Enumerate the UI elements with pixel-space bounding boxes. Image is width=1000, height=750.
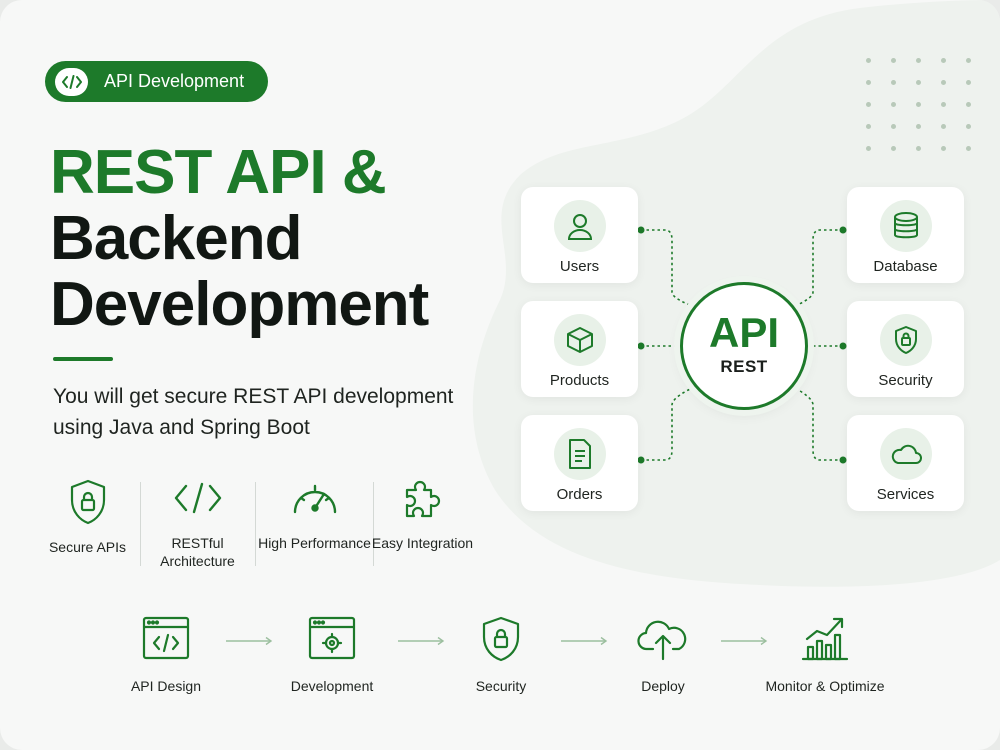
step-label: Monitor & Optimize	[765, 678, 885, 694]
arrow-icon	[561, 636, 608, 646]
bar-chart-trend-icon	[801, 617, 849, 661]
step-label: Deploy	[641, 678, 685, 694]
browser-gear-icon	[308, 616, 356, 660]
subtitle: You will get secure REST API development…	[53, 385, 454, 439]
badge-label: API Development	[104, 71, 245, 91]
code-icon	[55, 67, 88, 96]
node-label: Security	[878, 372, 933, 389]
node-orders: Orders	[521, 415, 638, 511]
workflow-step-deploy: Deploy	[593, 615, 733, 694]
node-products: Products	[521, 301, 638, 397]
page-title: REST API & Backend Development	[50, 138, 429, 339]
feature-secure-apis: Secure APIs	[30, 478, 145, 556]
shield-lock-icon	[70, 479, 105, 525]
feature-label: Secure APIs	[48, 539, 127, 555]
node-label: Products	[549, 372, 610, 389]
workflow-step-development: Development	[262, 615, 402, 694]
node-database: Database	[847, 187, 964, 283]
feature-label: Easy Integration	[371, 535, 474, 551]
step-label: Security	[475, 678, 527, 694]
browser-code-icon	[142, 616, 190, 660]
dot-grid	[866, 58, 976, 156]
title-line-1: REST API &	[50, 138, 387, 207]
feature-divider	[255, 482, 256, 566]
shield-lock-icon	[482, 616, 520, 662]
hub-subtitle: REST	[720, 357, 768, 376]
node-label: Database	[873, 258, 938, 275]
title-underline	[53, 357, 113, 361]
puzzle-icon	[405, 480, 440, 518]
user-icon	[553, 200, 606, 252]
arrow-icon	[398, 636, 445, 646]
document-icon	[553, 428, 606, 480]
speedometer-icon	[293, 484, 336, 514]
api-hub: API REST	[680, 282, 808, 410]
workflow-step-security: Security	[431, 615, 571, 694]
workflow-step-monitor: Monitor & Optimize	[755, 615, 895, 694]
arrow-icon	[226, 636, 273, 646]
feature-integration: Easy Integration	[365, 478, 480, 552]
cloud-icon	[879, 428, 932, 480]
node-label: Orders	[556, 486, 603, 503]
node-label: Services	[876, 486, 935, 503]
node-label: Users	[559, 258, 600, 275]
category-badge: API Development	[45, 61, 268, 102]
shield-lock-icon	[879, 314, 932, 366]
features-row: Secure APIs RESTful Architecture High Pe…	[30, 478, 490, 573]
node-users: Users	[521, 187, 638, 283]
node-services: Services	[847, 415, 964, 511]
step-label: API Design	[130, 678, 202, 694]
hub-title: API	[708, 309, 779, 356]
arrow-icon	[721, 636, 768, 646]
database-icon	[879, 200, 932, 252]
feature-performance: High Performance	[257, 478, 372, 552]
feature-label: RESTful Architecture	[160, 535, 235, 569]
feature-restful: RESTful Architecture	[140, 478, 255, 570]
feature-label: High Performance	[258, 535, 371, 551]
box-icon	[553, 314, 606, 366]
code-brackets-icon	[174, 482, 221, 514]
workflow-step-api-design: API Design	[96, 615, 236, 694]
title-line-2: Backend	[50, 204, 302, 273]
title-line-3: Development	[50, 270, 429, 339]
step-label: Development	[290, 678, 374, 694]
node-security: Security	[847, 301, 964, 397]
feature-divider	[140, 482, 141, 566]
cloud-upload-icon	[637, 620, 687, 661]
feature-divider	[373, 482, 374, 566]
